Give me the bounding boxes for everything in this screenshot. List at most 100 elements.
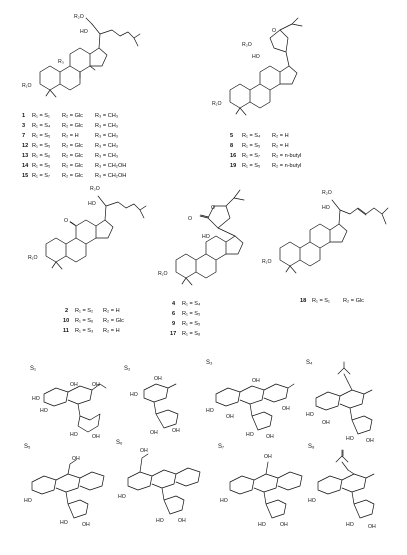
svg-text:1: 1 — [22, 113, 25, 119]
svg-text:OH: OH — [226, 414, 234, 420]
s8-label: S₈ — [308, 444, 315, 450]
r1o-label: R₁O — [212, 101, 222, 107]
structure-top-left: R₂O HO R₃ R₁O — [22, 14, 141, 98]
sugar-s3: S₃ HO OH OH HO OH OH — [206, 360, 295, 440]
svg-text:R₁ = S₆: R₁ = S₆ — [32, 153, 50, 159]
svg-text:R₁ = S₅: R₁ = S₅ — [242, 163, 260, 169]
o-label: O — [272, 28, 276, 34]
svg-text:18: 18 — [300, 298, 306, 304]
svg-text:OH: OH — [92, 434, 100, 440]
legend-line: 6 R₁ = S₅ — [172, 311, 200, 317]
svg-text:HO: HO — [258, 522, 266, 528]
svg-text:R₁ = S₇: R₁ = S₇ — [32, 173, 50, 179]
svg-text:10: 10 — [63, 318, 69, 324]
svg-text:5: 5 — [230, 133, 233, 139]
svg-text:OH: OH — [322, 420, 330, 426]
svg-text:R₂ = H: R₂ = H — [103, 308, 120, 314]
svg-text:OH: OH — [282, 406, 290, 412]
svg-text:13: 13 — [22, 153, 28, 159]
svg-text:6: 6 — [172, 311, 175, 317]
svg-text:R₂ = H: R₂ = H — [272, 143, 289, 149]
svg-text:OH: OH — [172, 428, 180, 434]
svg-text:R₂ = Glc: R₂ = Glc — [62, 153, 83, 159]
r1o-label: R₁O — [262, 259, 272, 265]
legend-line: 13 R₁ = S₆ R₂ = Glc R₃ = CH₃ — [22, 153, 118, 159]
svg-text:HO: HO — [40, 408, 48, 414]
ring-o-label: O — [211, 205, 215, 211]
svg-text:R₁ = S₈: R₁ = S₈ — [182, 331, 200, 337]
s4-label: S₄ — [306, 360, 313, 366]
r3-label: R₃ — [58, 59, 64, 65]
structure-mid-right: R₂O HO R₁O — [262, 190, 389, 274]
svg-text:HO: HO — [118, 494, 126, 500]
svg-text:4: 4 — [172, 301, 176, 307]
svg-text:17: 17 — [170, 331, 176, 337]
svg-text:HO: HO — [70, 432, 78, 438]
s3-label: S₃ — [206, 360, 213, 366]
svg-text:R₂ = Glc: R₂ = Glc — [62, 143, 83, 149]
svg-text:R₃ = CH₃: R₃ = CH₃ — [95, 153, 118, 159]
svg-text:HO: HO — [346, 436, 354, 442]
svg-text:OH: OH — [92, 382, 100, 388]
sugar-s5: S₅ HO OH HO OH — [24, 444, 105, 528]
svg-text:HO: HO — [306, 412, 314, 418]
svg-text:3: 3 — [22, 123, 25, 129]
sugar-s1: S₁ HO HO OH OH HO OH — [30, 366, 107, 440]
svg-text:OH: OH — [82, 522, 90, 528]
svg-text:R₂ = Glc: R₂ = Glc — [103, 318, 124, 324]
svg-text:R₁ = S₅: R₁ = S₅ — [32, 143, 50, 149]
r2o-label: R₂O — [322, 190, 332, 196]
svg-text:R₁ = S₆: R₁ = S₆ — [75, 318, 93, 324]
svg-text:OH: OH — [368, 524, 376, 530]
r1o-label: R₁O — [28, 255, 38, 261]
svg-text:R₁ = S₄: R₁ = S₄ — [242, 133, 261, 139]
svg-text:R₁ = S₄: R₁ = S₄ — [32, 123, 51, 129]
svg-text:19: 19 — [230, 163, 236, 169]
svg-text:HO: HO — [130, 392, 138, 398]
svg-text:R₁ = S₁: R₁ = S₁ — [32, 113, 50, 119]
svg-text:HO: HO — [308, 498, 316, 504]
svg-text:OH: OH — [280, 522, 288, 528]
svg-text:R₃ = CH₂OH: R₃ = CH₂OH — [95, 163, 126, 169]
ho-label: HO — [80, 29, 88, 35]
ho-label: HO — [88, 201, 96, 207]
svg-text:R₃ = CH₃: R₃ = CH₃ — [95, 113, 118, 119]
svg-text:R₁ = S₅: R₁ = S₅ — [32, 133, 50, 139]
svg-text:R₂ = Glc: R₂ = Glc — [62, 123, 83, 129]
legend-line: 17 R₁ = S₈ — [170, 331, 200, 337]
svg-text:7: 7 — [22, 133, 25, 139]
svg-text:R₃ = CH₃: R₃ = CH₃ — [95, 143, 118, 149]
svg-text:8: 8 — [230, 143, 233, 149]
s7-label: S₇ — [218, 444, 224, 450]
svg-text:OH: OH — [366, 438, 374, 444]
svg-text:OH: OH — [70, 382, 78, 388]
ho-label: HO — [252, 54, 260, 60]
ho-label: HO — [322, 205, 330, 211]
svg-text:HO: HO — [206, 408, 214, 414]
sugar-s6: S₆ OH HO HO OH — [116, 440, 201, 524]
svg-text:11: 11 — [63, 328, 69, 334]
svg-text:HO: HO — [246, 432, 254, 438]
svg-text:R₂ = H: R₂ = H — [103, 328, 120, 334]
svg-text:R₂ = Glc: R₂ = Glc — [343, 298, 364, 304]
structure-top-right: O R₂O HO R₁O — [212, 17, 303, 116]
svg-text:R₁ = S₅: R₁ = S₅ — [182, 311, 200, 317]
svg-text:OH: OH — [150, 430, 158, 436]
r2o-label: R₂O — [74, 14, 84, 20]
legend-line: 10 R₁ = S₆ R₂ = Glc — [63, 318, 124, 324]
svg-text:R₁ = S₅: R₁ = S₅ — [182, 321, 200, 327]
r1o-label: R₁O — [22, 83, 32, 89]
svg-text:HO: HO — [24, 498, 32, 504]
svg-text:R₁ = S₅: R₁ = S₅ — [242, 143, 260, 149]
